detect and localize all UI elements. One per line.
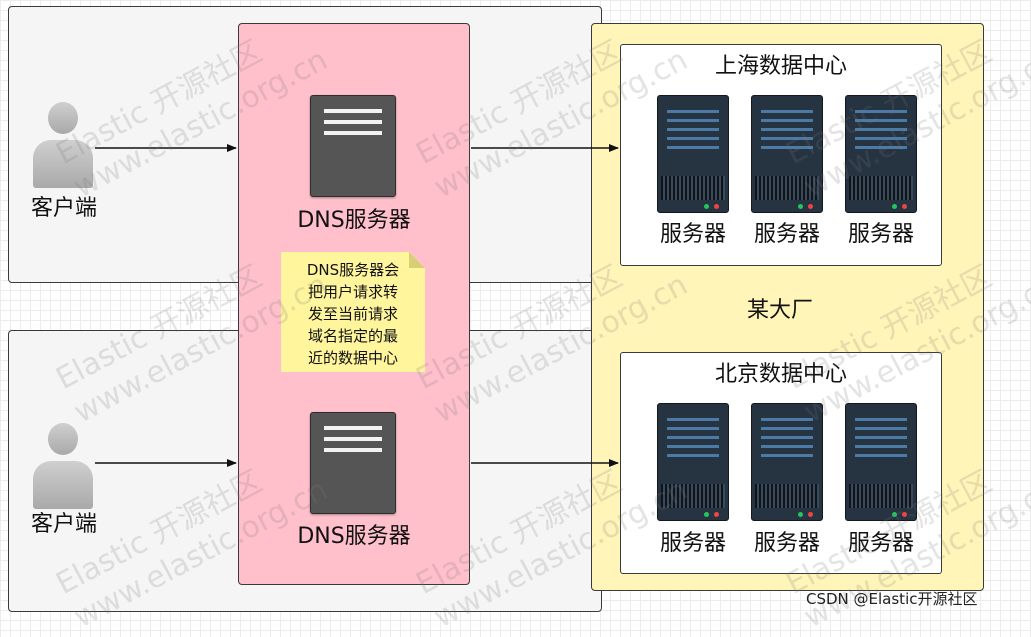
server-icon	[751, 95, 823, 213]
note-sticky: DNS服务器会 把用户请求转 发至当前请求 域名指定的最 近的数据中心	[281, 252, 425, 372]
corp-label: 某大厂	[746, 298, 813, 323]
client-bottom: 客户端	[28, 423, 100, 543]
credit-text: CSDN @Elastic开源社区	[806, 590, 978, 608]
server-icon	[845, 95, 917, 213]
server-label: 服务器	[847, 222, 914, 247]
dns-label-top: DNS服务器	[297, 208, 411, 233]
note-line: 域名指定的最	[307, 327, 398, 345]
datacenter-title-shanghai: 上海数据中心	[714, 54, 847, 79]
client-top: 客户端	[28, 102, 100, 222]
note-line: 把用户请求转	[307, 283, 398, 301]
dns-label-bottom: DNS服务器	[297, 524, 411, 549]
note-fold-icon	[409, 252, 425, 268]
note-line: 近的数据中心	[307, 349, 398, 367]
note-body: DNS服务器会 把用户请求转 发至当前请求 域名指定的最 近的数据中心	[281, 252, 425, 372]
dns-server-icon	[310, 412, 396, 514]
server-icon	[845, 403, 917, 521]
server-icon	[657, 95, 729, 213]
user-icon	[48, 423, 78, 455]
user-body-icon	[33, 461, 93, 509]
client-label: 客户端	[30, 196, 97, 221]
user-body-icon	[33, 140, 93, 188]
server-icon	[657, 403, 729, 521]
datacenter-title-beijing: 北京数据中心	[714, 362, 847, 387]
server-icon	[751, 403, 823, 521]
server-label: 服务器	[847, 531, 914, 556]
client-label: 客户端	[30, 512, 97, 537]
server-label: 服务器	[753, 531, 820, 556]
server-label: 服务器	[659, 222, 726, 247]
arrows	[95, 144, 619, 467]
user-icon	[48, 102, 78, 134]
dns-server-icon	[310, 95, 396, 197]
note-line: 发至当前请求	[307, 305, 398, 323]
server-label: 服务器	[753, 222, 820, 247]
note-line: DNS服务器会	[306, 261, 400, 279]
server-label: 服务器	[659, 531, 726, 556]
